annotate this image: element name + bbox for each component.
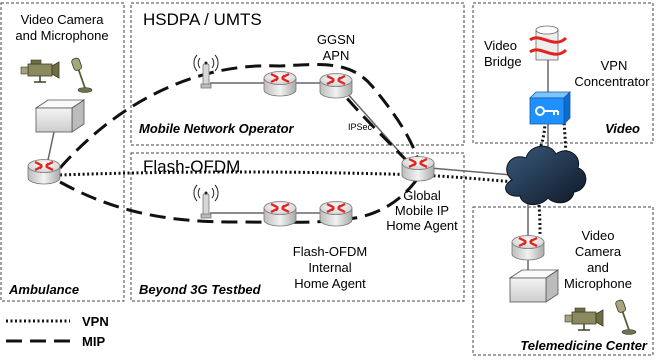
internal-ha-label-3: Home Agent: [294, 276, 366, 291]
vpn-tunnel-main: [59, 170, 516, 184]
terminal-box-icon: [35, 99, 85, 133]
ambulance-label: Ambulance: [8, 282, 79, 297]
apn-label: APN: [323, 48, 350, 63]
vpn-tunnel-telemedicine: [536, 195, 542, 237]
telemedicine-center-label: Telemedicine Center: [520, 338, 648, 353]
video-camera-icon: [564, 307, 604, 331]
vpn-concentrator-icon: [529, 91, 571, 125]
vpn-concentrator-label-2: Concentrator: [574, 74, 650, 89]
microphone-icon: [69, 56, 93, 94]
internal-ha-label-2: Internal: [308, 260, 351, 275]
hsdpa-umts-zone: [130, 2, 465, 146]
microphone-icon: [613, 298, 637, 336]
global-ha-label-2: Mobile IP: [395, 203, 449, 218]
global-ha-label-1: Global: [403, 188, 441, 203]
video-zone-label: Video: [605, 121, 640, 136]
global-ha-label-3: Home Agent: [386, 218, 458, 233]
internal-ha-label-1: Flash-OFDM: [293, 244, 367, 259]
ipsec-label: IPSec: [348, 122, 373, 132]
router-icon: [26, 158, 62, 186]
telemedicine-device-label-3: and: [587, 260, 609, 275]
telemedicine-device-label-1: Video: [581, 228, 614, 243]
video-camera-icon: [20, 59, 60, 83]
router-icon: [400, 155, 436, 183]
terminal-box-icon: [509, 269, 559, 303]
internet-cloud-icon: [505, 145, 587, 205]
video-bridge-label-2: Bridge: [484, 54, 522, 69]
link-homeagent-cloud: [429, 167, 513, 176]
router-icon: [318, 200, 354, 228]
router-icon: [318, 72, 354, 100]
router-icon: [262, 200, 298, 228]
router-icon: [262, 70, 298, 98]
video-zone: [472, 2, 654, 144]
legend-vpn-label: VPN: [82, 314, 109, 329]
flash-ofdm-zone: [130, 152, 465, 302]
telemedicine-device-label-4: Microphone: [564, 276, 632, 291]
mip-tunnel-flash: [59, 177, 420, 224]
video-bridge-icon: [529, 25, 568, 61]
router-icon: [510, 234, 546, 262]
telemedicine-zone: [472, 206, 654, 356]
vpn-concentrator-label-1: VPN: [601, 58, 628, 73]
link-terminal-router: [47, 131, 55, 161]
ambulance-zone: [0, 2, 125, 302]
flash-ofdm-title: Flash-OFDM: [143, 157, 240, 176]
telemedicine-device-label-2: Camera: [575, 244, 622, 259]
video-bridge-label-1: Video: [484, 38, 517, 53]
hsdpa-title: HSDPA / UMTS: [143, 10, 262, 29]
mobile-network-operator-label: Mobile Network Operator: [139, 121, 295, 136]
beyond-3g-testbed-label: Beyond 3G Testbed: [139, 282, 262, 297]
mip-tunnel-hsdpa: [58, 63, 420, 169]
ggsn-label: GGSN: [317, 32, 355, 47]
legend-mip-label: MIP: [82, 334, 105, 349]
